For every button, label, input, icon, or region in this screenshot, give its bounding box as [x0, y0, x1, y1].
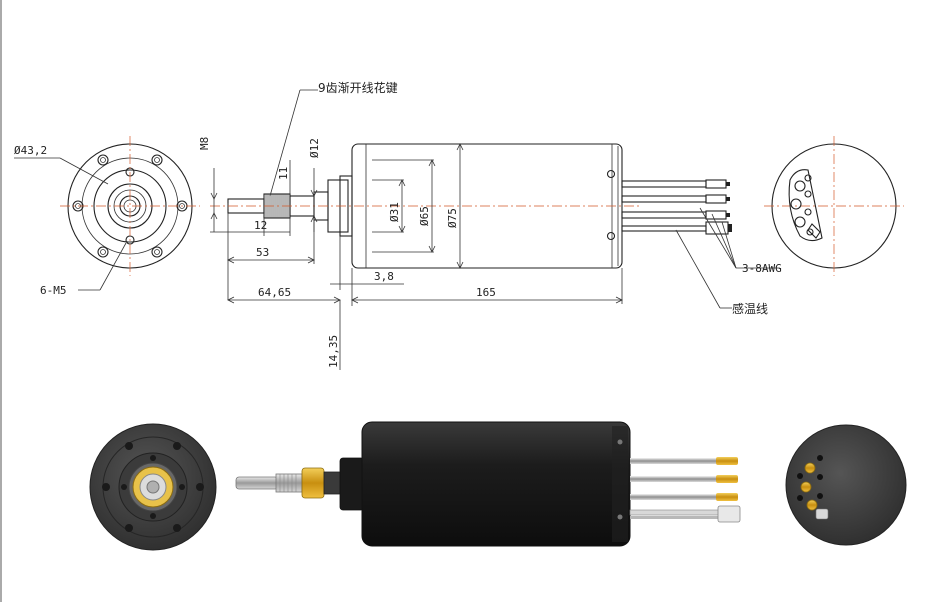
- cables: [621, 179, 732, 235]
- label-d12: Ø12: [308, 138, 321, 158]
- label-d75: Ø75: [446, 208, 459, 228]
- label-temp-wire: 感温线: [732, 301, 768, 316]
- render-side: [235, 421, 741, 547]
- rear-view: [764, 136, 904, 276]
- render-front-flange: [89, 423, 217, 551]
- label-m8: M8: [198, 137, 211, 150]
- diameter-dims: [372, 143, 464, 269]
- label-14-35: 14,35: [327, 335, 340, 368]
- front-view-flange: [60, 136, 200, 276]
- render-rear: [785, 424, 907, 546]
- label-11: 11: [277, 167, 290, 180]
- label-53: 53: [256, 246, 269, 259]
- label-3-8: 3,8: [374, 270, 394, 283]
- label-d65: Ø65: [418, 206, 431, 226]
- label-d43: Ø43,2: [14, 144, 47, 157]
- side-view: [210, 143, 732, 269]
- label-3-8awg: 3-8AWG: [742, 262, 782, 275]
- label-d31: Ø31: [388, 202, 401, 222]
- label-165: 165: [476, 286, 496, 299]
- label-12: 12: [254, 219, 267, 232]
- label-6m5: 6-M5: [40, 284, 67, 297]
- mounting-holes: [72, 154, 188, 258]
- label-spline: 9齿渐开线花键: [318, 80, 398, 95]
- label-64-65: 64,65: [258, 286, 291, 299]
